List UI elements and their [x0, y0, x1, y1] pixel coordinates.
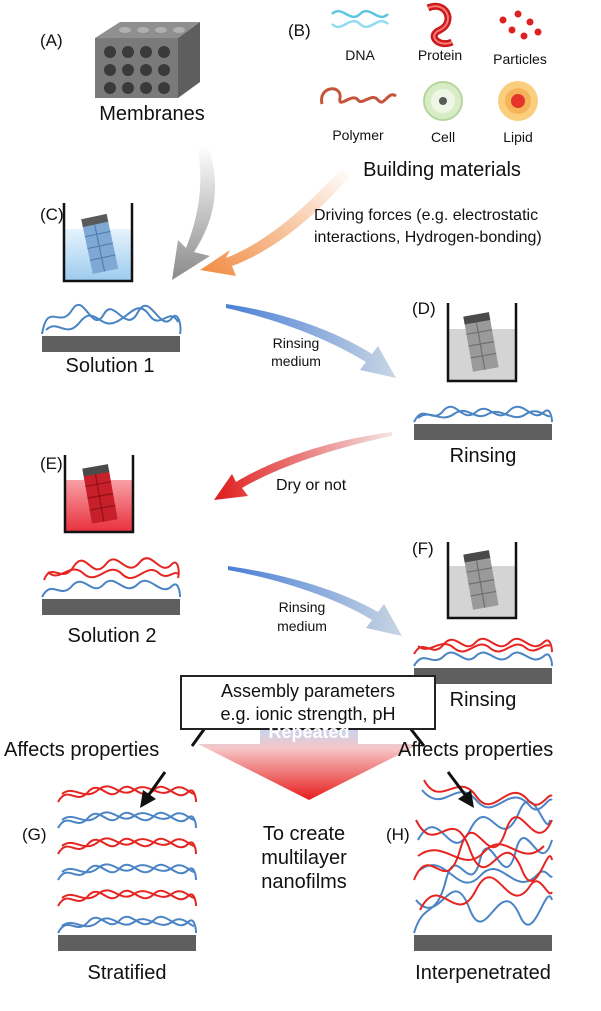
rinsing-d-label: Rinsing	[449, 445, 517, 467]
cell-icon	[423, 81, 463, 121]
solution-2-label: Solution 2	[67, 625, 157, 647]
connector-left	[190, 727, 207, 747]
membranes-label: Membranes	[99, 103, 205, 125]
beaker-solution-2	[63, 455, 135, 534]
panel-label-f: (F)	[412, 539, 434, 558]
connector-right	[408, 727, 426, 747]
arrow-e-to-f	[228, 566, 402, 636]
to-create-line3: nanofilms	[261, 871, 347, 893]
panel-label-d: (D)	[412, 299, 436, 318]
rinsing-medium-1-line1: Rinsing	[272, 335, 320, 351]
material-particles-label: Particles	[493, 51, 547, 67]
substrate-d	[414, 424, 552, 440]
rinsing-medium-2-line1: Rinsing	[278, 599, 326, 615]
assembly-parameters-box: Assembly parameters e.g. ionic strength,…	[180, 675, 436, 730]
repeated-arrow	[198, 714, 420, 800]
affects-properties-left: Affects properties	[4, 739, 160, 761]
material-protein-label: Protein	[417, 47, 463, 63]
dna-icon	[331, 9, 389, 29]
film-layer-e	[41, 557, 181, 598]
beaker-solution-1	[62, 203, 134, 283]
dry-or-not-label: Dry or not	[276, 477, 347, 494]
lipid-icon	[498, 81, 538, 121]
panel-label-b: (B)	[288, 21, 311, 40]
material-cell-label: Cell	[430, 129, 456, 145]
polymer-icon	[320, 87, 397, 105]
membrane-block-icon	[95, 22, 200, 98]
film-layer-d	[413, 405, 553, 423]
substrate-f	[414, 668, 552, 684]
film-stratified-g	[57, 785, 197, 934]
to-create-line2: multilayer	[261, 847, 347, 869]
rinsing-medium-1-line2: medium	[271, 353, 321, 369]
affects-properties-right: Affects properties	[398, 739, 554, 761]
material-dna-label: DNA	[345, 47, 375, 63]
building-materials-label: Building materials	[363, 159, 521, 181]
arrow-materials-to-c	[200, 168, 350, 276]
arrow-d-to-e	[214, 432, 392, 500]
panel-label-c: (C)	[40, 205, 64, 224]
substrate-c	[42, 336, 180, 352]
panel-label-h: (H)	[386, 825, 410, 844]
protein-icon	[426, 2, 454, 47]
panel-label-e: (E)	[40, 454, 63, 473]
repeated-label: Repeated	[268, 722, 350, 742]
substrate-g	[58, 935, 196, 951]
assembly-parameters-line2: e.g. ionic strength, pH	[220, 703, 396, 724]
film-interpenetrated-h	[413, 779, 553, 934]
material-lipid-label: Lipid	[503, 129, 533, 145]
arrow-to-interpenetrated	[446, 771, 474, 808]
driving-forces-line1: Driving forces (e.g. electrostatic	[314, 207, 539, 224]
assembly-parameters-line1: Assembly parameters	[220, 681, 396, 701]
arrow-to-stratified	[140, 771, 167, 808]
stratified-label: Stratified	[87, 962, 167, 984]
beaker-rinse-d	[446, 303, 518, 383]
arrow-c-to-d	[226, 304, 396, 378]
interpenetrated-label: Interpenetrated	[415, 962, 551, 984]
rinsing-medium-2-line2: medium	[277, 618, 327, 634]
solution-1-label: Solution 1	[65, 355, 155, 377]
substrate-h	[414, 935, 552, 951]
to-create-line1: To create	[262, 823, 346, 845]
film-layer-f	[413, 637, 553, 667]
film-layer-c	[41, 303, 182, 335]
panel-label-a: (A)	[40, 31, 63, 50]
panel-label-g: (G)	[22, 825, 47, 844]
rinsing-f-label: Rinsing	[449, 689, 517, 711]
particles-icon	[499, 10, 542, 40]
driving-forces-line2: interactions, Hydrogen-bonding)	[314, 229, 542, 246]
material-polymer-label: Polymer	[332, 127, 384, 143]
arrow-membranes-to-c	[172, 146, 216, 280]
beaker-rinse-f	[446, 542, 518, 620]
substrate-e	[42, 599, 180, 615]
